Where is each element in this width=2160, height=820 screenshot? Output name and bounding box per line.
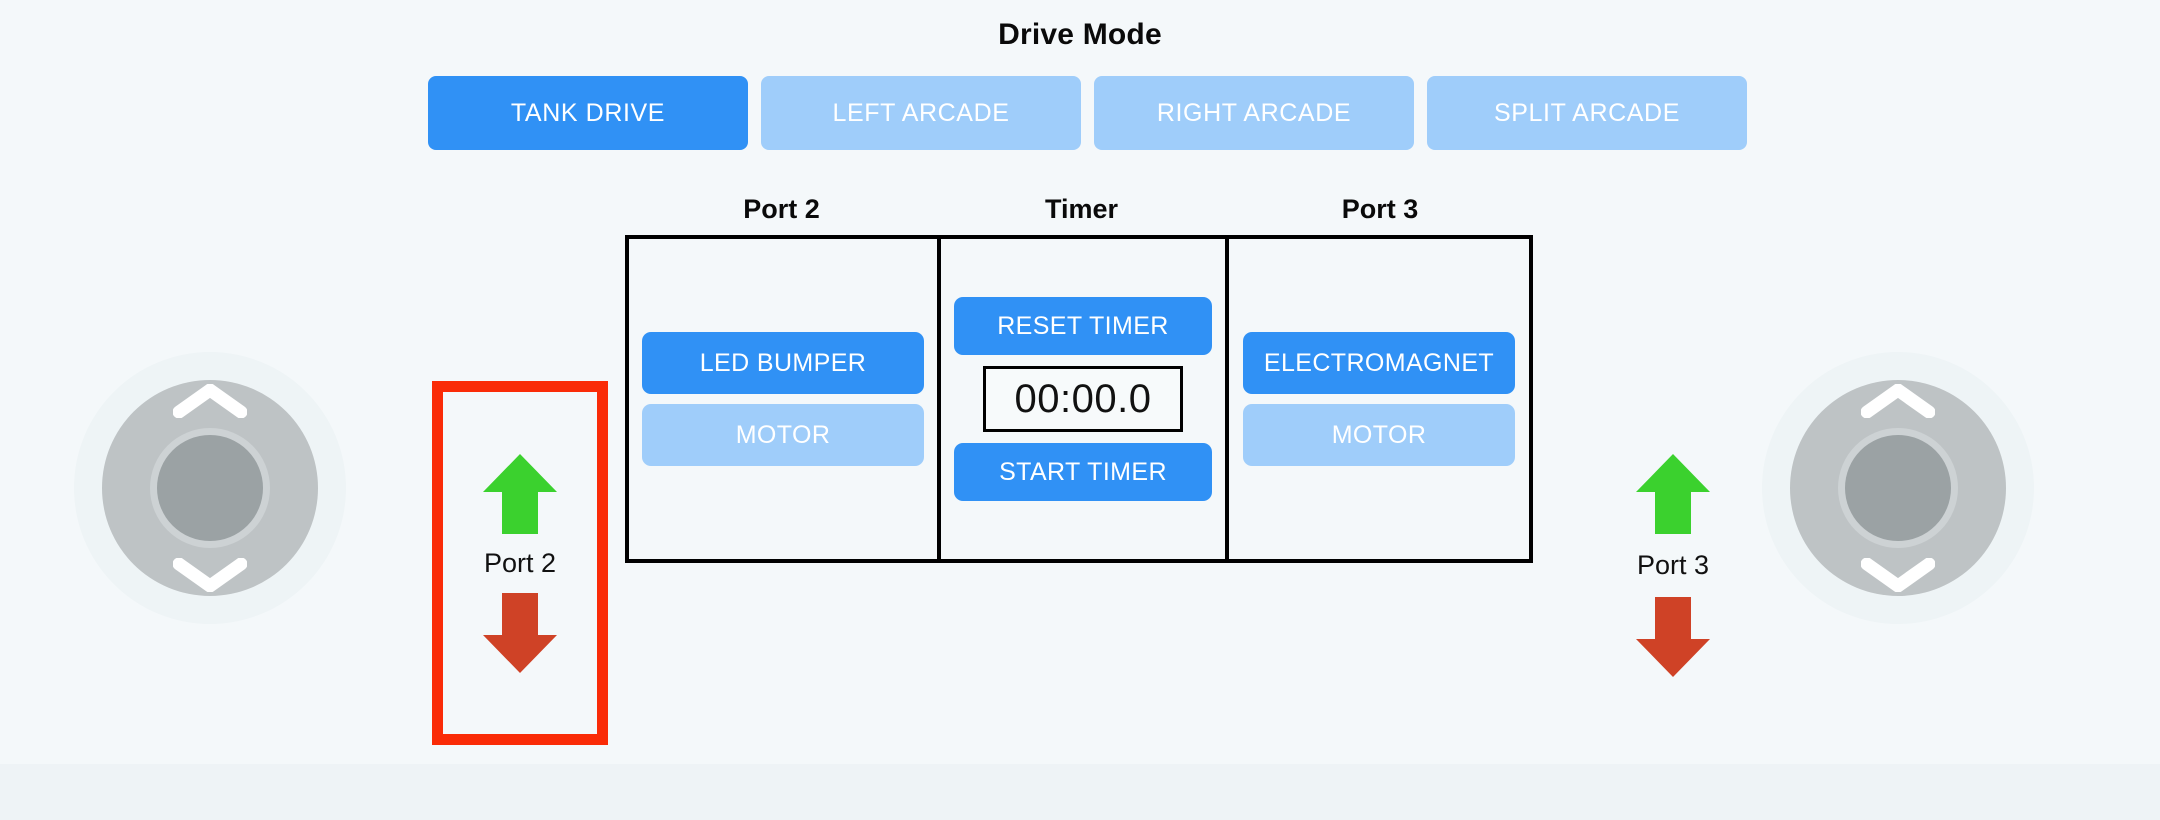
drive-mode-right-arcade[interactable]: RIGHT ARCADE: [1094, 76, 1414, 150]
panel-section-port2: LED BUMPER MOTOR: [629, 239, 941, 559]
port2-arrow-control: Port 2: [444, 393, 596, 733]
port2-arrow-label: Port 2: [483, 547, 557, 578]
joystick-right-knob[interactable]: [1845, 435, 1951, 541]
page-title: Drive Mode: [998, 18, 1162, 51]
start-timer-button[interactable]: START TIMER: [954, 443, 1212, 501]
port2-down-arrow-icon[interactable]: [482, 591, 558, 675]
bottom-strip: [0, 764, 2160, 820]
reset-timer-button[interactable]: RESET TIMER: [954, 297, 1212, 355]
panel-header-timer: Timer: [1044, 193, 1119, 224]
port2-up-arrow-icon[interactable]: [482, 452, 558, 536]
panel-header-port3: Port 3: [1341, 193, 1419, 224]
port3-arrow-control: Port 3: [1597, 410, 1749, 720]
joystick-left-down-chevron-icon[interactable]: [173, 558, 247, 592]
panel-header-row: Port 2 Timer Port 3: [625, 188, 1535, 230]
port3-motor-button[interactable]: MOTOR: [1243, 404, 1515, 466]
port3-up-arrow-icon[interactable]: [1635, 452, 1711, 536]
port2-motor-button[interactable]: MOTOR: [642, 404, 924, 466]
drive-mode-left-arcade[interactable]: LEFT ARCADE: [761, 76, 1081, 150]
port2-led-bumper-button[interactable]: LED BUMPER: [642, 332, 924, 394]
panel-header-port2: Port 2: [743, 193, 820, 224]
timer-display: 00:00.0: [983, 366, 1183, 432]
drive-mode-button-group: TANK DRIVE LEFT ARCADE RIGHT ARCADE SPLI…: [428, 76, 1747, 150]
port3-arrow-label: Port 3: [1636, 549, 1710, 580]
joystick-right-down-chevron-icon[interactable]: [1861, 558, 1935, 592]
joystick-left[interactable]: [70, 348, 350, 628]
port3-down-arrow-icon[interactable]: [1635, 595, 1711, 679]
drive-mode-tank-drive[interactable]: TANK DRIVE: [428, 76, 748, 150]
device-panel: LED BUMPER MOTOR RESET TIMER 00:00.0 STA…: [625, 235, 1533, 563]
joystick-right[interactable]: [1758, 348, 2038, 628]
panel-section-timer: RESET TIMER 00:00.0 START TIMER: [941, 239, 1229, 559]
joystick-left-knob[interactable]: [157, 435, 263, 541]
joystick-left-up-chevron-icon[interactable]: [173, 384, 247, 418]
drive-mode-split-arcade[interactable]: SPLIT ARCADE: [1427, 76, 1747, 150]
joystick-right-up-chevron-icon[interactable]: [1861, 384, 1935, 418]
panel-section-port3: ELECTROMAGNET MOTOR: [1229, 239, 1529, 559]
port3-electromagnet-button[interactable]: ELECTROMAGNET: [1243, 332, 1515, 394]
